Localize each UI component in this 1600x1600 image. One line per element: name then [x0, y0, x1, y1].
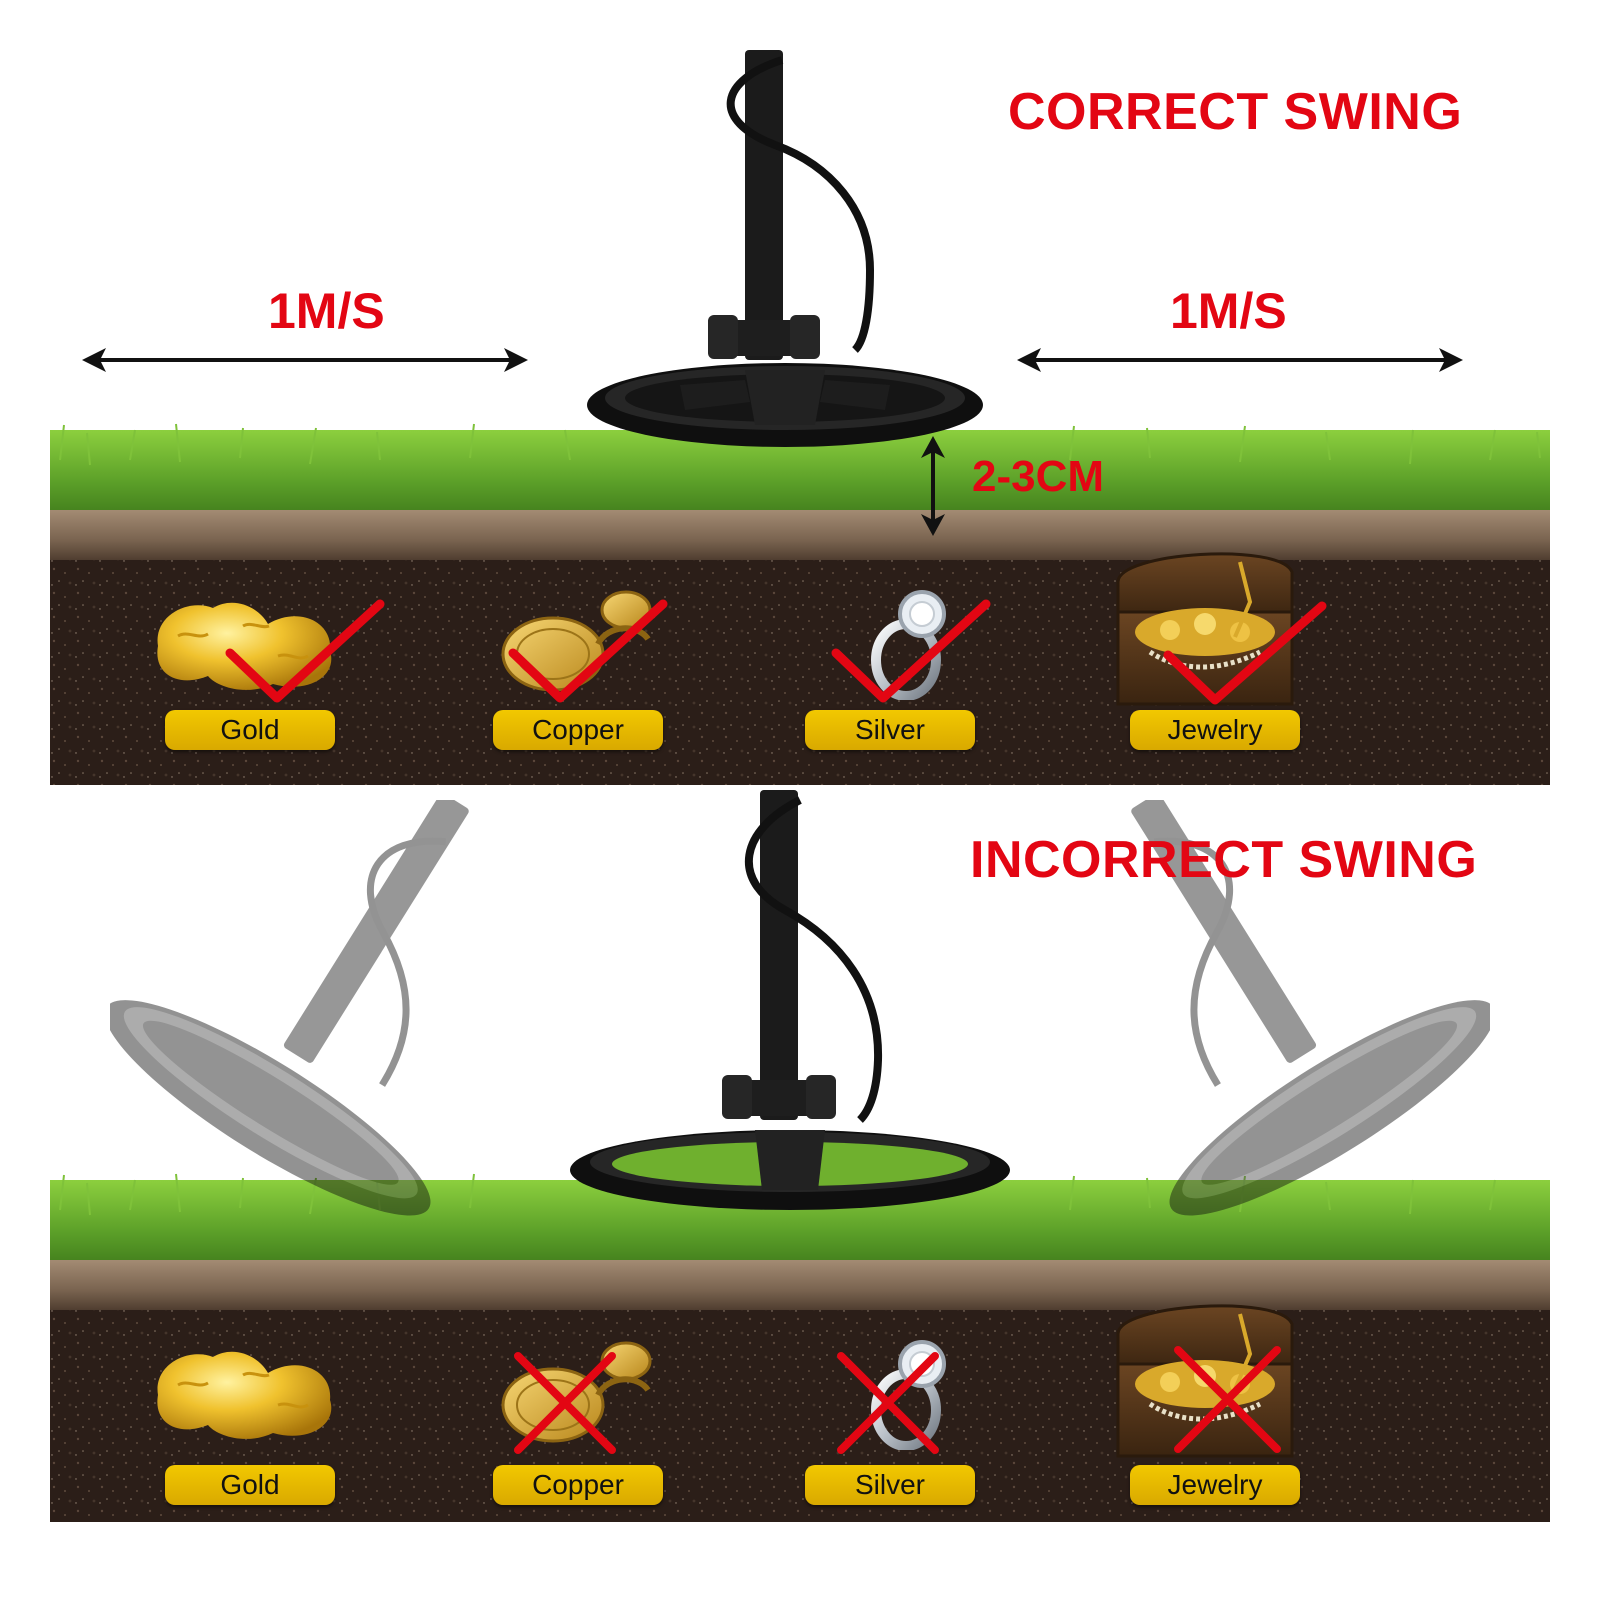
- vertical-arrow-icon: [918, 436, 948, 536]
- cross-mark-icon: [833, 1348, 943, 1458]
- speed-label-left: 1M/S: [268, 283, 385, 339]
- item-label-jewelry: Jewelry: [1130, 1465, 1300, 1505]
- item-label-copper: Copper: [493, 710, 663, 750]
- item-label-silver: Silver: [805, 1465, 975, 1505]
- height-label: 2-3CM: [972, 452, 1105, 501]
- check-mark-icon: [222, 598, 387, 708]
- gold-nugget-icon: [148, 1345, 338, 1445]
- metal-detector: [560, 790, 1020, 1210]
- metal-detector: [570, 50, 1000, 460]
- double-arrow-left-icon: [80, 345, 530, 375]
- incorrect-swing-panel: INCORRECT SWING: [50, 790, 1550, 1585]
- double-arrow-right-icon: [1015, 345, 1465, 375]
- correct-swing-panel: CORRECT SWING 1M/S 1M/S 2-3CM: [50, 0, 1550, 800]
- metal-detector-tilted-left: [110, 800, 550, 1240]
- metal-detector-tilted-right: [1050, 800, 1490, 1240]
- item-label-gold: Gold: [165, 1465, 335, 1505]
- item-label-silver: Silver: [805, 710, 975, 750]
- gold-nugget-icon: [148, 596, 338, 696]
- check-mark-icon: [828, 598, 993, 708]
- item-label-jewelry: Jewelry: [1130, 710, 1300, 750]
- cross-mark-icon: [510, 1348, 620, 1458]
- item-label-gold: Gold: [165, 710, 335, 750]
- check-mark-icon: [1160, 600, 1330, 710]
- incorrect-swing-heading: INCORRECT SWING: [970, 831, 1478, 889]
- speed-label-right: 1M/S: [1170, 283, 1287, 339]
- silver-ring-icon: [860, 590, 960, 700]
- check-mark-icon: [505, 598, 670, 708]
- cross-mark-icon: [1170, 1342, 1285, 1457]
- item-label-copper: Copper: [493, 1465, 663, 1505]
- correct-swing-heading: CORRECT SWING: [1008, 83, 1463, 141]
